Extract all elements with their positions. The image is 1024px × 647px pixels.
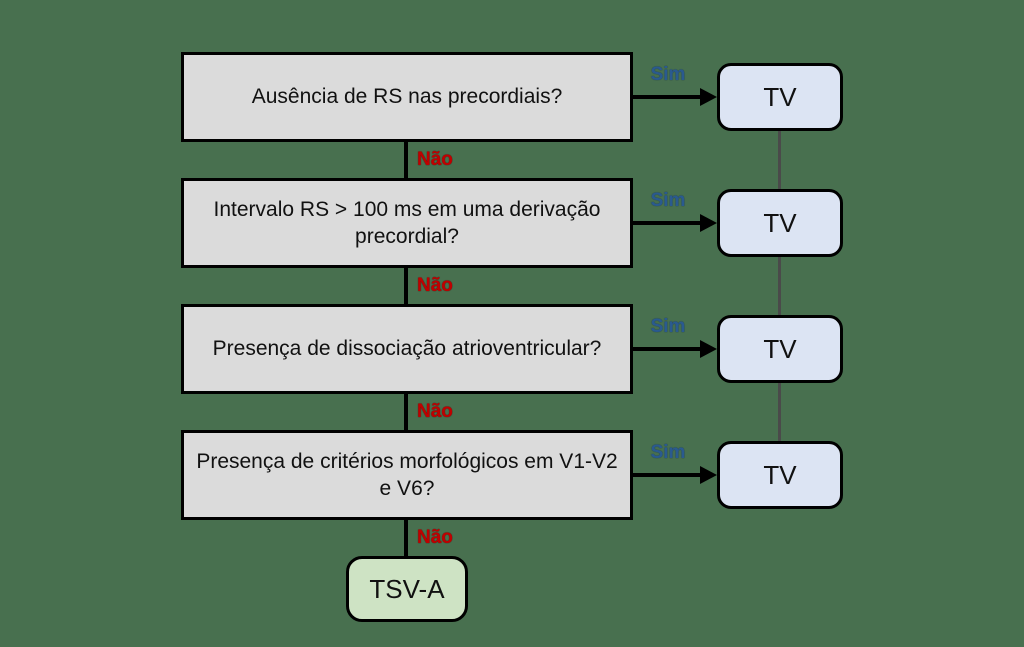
arrow-yes-2-head-icon — [700, 214, 717, 232]
connector-down-2 — [404, 268, 408, 304]
arrow-yes-1-head-icon — [700, 88, 717, 106]
yes-label-2: Sim — [650, 190, 686, 211]
tv-connector-2 — [778, 257, 781, 315]
tv-box-4: TV — [717, 441, 843, 509]
no-label-4: Não — [417, 527, 453, 548]
question-box-4: Presença de critérios morfológicos em V1… — [181, 430, 633, 520]
connector-down-1 — [404, 142, 408, 178]
tv-box-1-label: TV — [763, 81, 797, 112]
connector-down-3 — [404, 394, 408, 430]
arrow-yes-4-head-icon — [700, 466, 717, 484]
question-box-3: Presença de dissociação atrioventricular… — [181, 304, 633, 394]
question-text-4: Presença de critérios morfológicos em V1… — [196, 449, 618, 500]
question-text-3: Presença de dissociação atrioventricular… — [212, 337, 602, 361]
arrow-yes-4-shaft — [633, 473, 703, 477]
no-label-2: Não — [417, 275, 453, 296]
tv-box-2: TV — [717, 189, 843, 257]
yes-label-3: Sim — [650, 316, 686, 337]
no-label-3: Não — [417, 401, 453, 422]
tv-connector-3 — [778, 383, 781, 441]
arrow-yes-1-shaft — [633, 95, 703, 99]
tv-box-4-label: TV — [763, 459, 797, 490]
tv-box-1: TV — [717, 63, 843, 131]
arrow-yes-2-shaft — [633, 221, 703, 225]
tv-connector-1 — [778, 131, 781, 189]
tsv-a-label: TSV-A — [369, 573, 445, 604]
question-text-2: Intervalo RS > 100 ms em uma derivação p… — [213, 197, 601, 248]
question-box-2: Intervalo RS > 100 ms em uma derivação p… — [181, 178, 633, 268]
question-box-1: Ausência de RS nas precordiais? — [181, 52, 633, 142]
tv-box-3: TV — [717, 315, 843, 383]
yes-label-1: Sim — [650, 64, 686, 85]
tv-box-2-label: TV — [763, 207, 797, 238]
tsv-a-box: TSV-A — [346, 556, 468, 622]
yes-label-4: Sim — [650, 442, 686, 463]
question-text-1: Ausência de RS nas precordiais? — [251, 85, 563, 109]
no-label-1: Não — [417, 149, 453, 170]
arrow-yes-3-shaft — [633, 347, 703, 351]
connector-down-4 — [404, 520, 408, 556]
arrow-yes-3-head-icon — [700, 340, 717, 358]
tv-box-3-label: TV — [763, 333, 797, 364]
